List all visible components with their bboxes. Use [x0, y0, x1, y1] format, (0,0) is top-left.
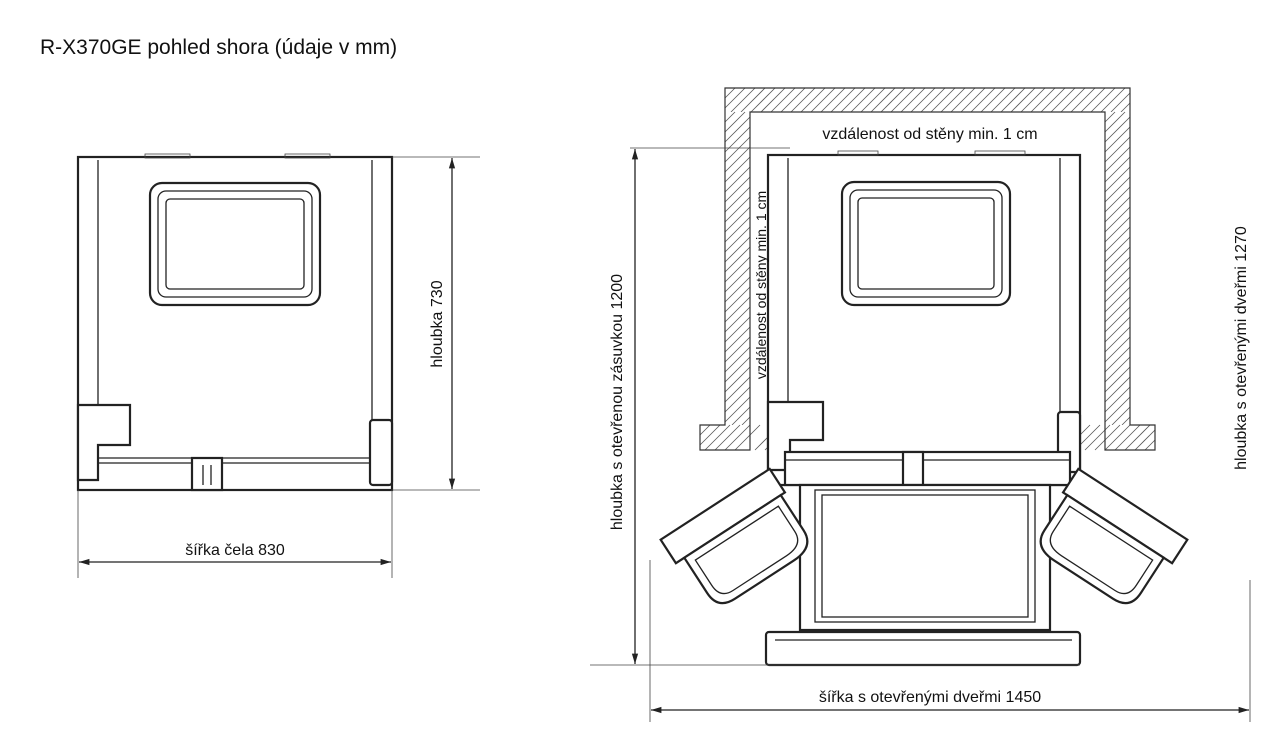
fridge-top-view-open [659, 150, 1189, 667]
width-doors-1450-label: šířka s otevřenými dveřmi 1450 [819, 689, 1041, 706]
fridge-top-view-closed [76, 153, 394, 492]
wall-gap-top-label: vzdálenost od stěny min. 1 cm [822, 126, 1037, 143]
wall-niche-hatched [699, 87, 1156, 451]
depth-doors-1270-label: hloubka s otevřenými dveřmi 1270 [1233, 226, 1250, 470]
left-dimensions: hloubka 730 šířka čela 830 [77, 156, 480, 578]
right-dimensions: hloubka s otevřenou zásuvkou 1200 hloubk… [590, 126, 1251, 722]
wall-gap-side-label: vzdálenost od stěny min. 1 cm [753, 191, 769, 379]
diagram-title: R-X370GE pohled shora (údaje v mm) [40, 36, 398, 59]
depth-730-label: hloubka 730 [429, 280, 446, 367]
depth-drawer-1200-label: hloubka s otevřenou zásuvkou 1200 [609, 274, 626, 530]
front-width-830-label: šířka čela 830 [185, 542, 285, 559]
